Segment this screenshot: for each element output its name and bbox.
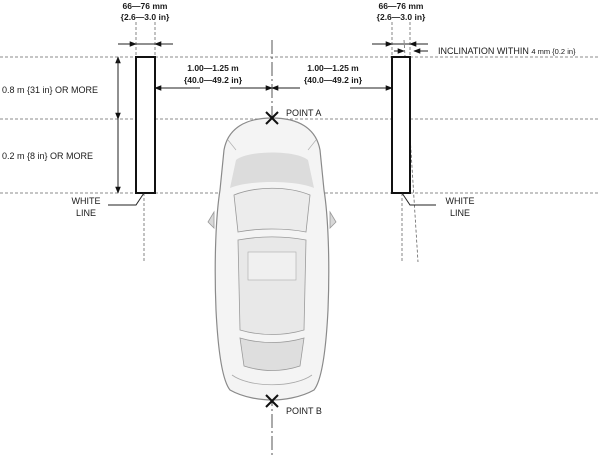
white-line-left-label-1: WHITE	[72, 196, 101, 206]
point-a-label: POINT A	[286, 108, 321, 118]
distance-left-in: {40.0—49.2 in}	[184, 75, 243, 85]
height-lower-label: 0.2 m {8 in} OR MORE	[2, 151, 93, 161]
width-right-mm: 66—76 mm	[379, 1, 424, 11]
width-dimension-left: 66—76 mm {2.6—3.0 in}	[118, 1, 173, 47]
white-line-right	[391, 56, 411, 194]
white-line-right-label-1: WHITE	[446, 196, 475, 206]
width-right-in: {2.6—3.0 in}	[377, 12, 426, 22]
point-b-marker: POINT B	[265, 394, 322, 416]
vehicle-top-view	[207, 117, 337, 401]
distance-dimension-right: 1.00—1.25 m {40.0—49.2 in}	[271, 63, 393, 91]
distance-left-m: 1.00—1.25 m	[187, 63, 239, 73]
distance-dimension-left: 1.00—1.25 m {40.0—49.2 in}	[154, 63, 273, 91]
white-line-right-label-2: LINE	[450, 208, 470, 218]
height-dimension: 0.8 m {31 in} OR MORE 0.2 m {8 in} OR MO…	[2, 56, 121, 194]
distance-right-m: 1.00—1.25 m	[307, 63, 359, 73]
inclination-text: INCLINATION WITHIN	[438, 46, 531, 56]
height-upper-label: 0.8 m {31 in} OR MORE	[2, 85, 98, 95]
white-line-left	[135, 56, 156, 194]
white-line-callout-right: WHITE LINE	[401, 192, 475, 218]
point-a-marker: POINT A	[265, 108, 321, 125]
point-b-label: POINT B	[286, 406, 322, 416]
distance-right-in: {40.0—49.2 in}	[304, 75, 363, 85]
inclination-label: INCLINATION WITHIN 4 mm {0.2 in}	[438, 46, 576, 56]
width-left-in: {2.6—3.0 in}	[121, 12, 170, 22]
white-line-callout-left: WHITE LINE	[72, 192, 145, 218]
width-dimension-right: 66—76 mm {2.6—3.0 in}	[372, 1, 428, 47]
white-line-left-label-2: LINE	[76, 208, 96, 218]
inclination-dimension: INCLINATION WITHIN 4 mm {0.2 in}	[394, 46, 576, 56]
inclination-value: 4 mm {0.2 in}	[531, 47, 576, 56]
width-left-mm: 66—76 mm	[123, 1, 168, 11]
